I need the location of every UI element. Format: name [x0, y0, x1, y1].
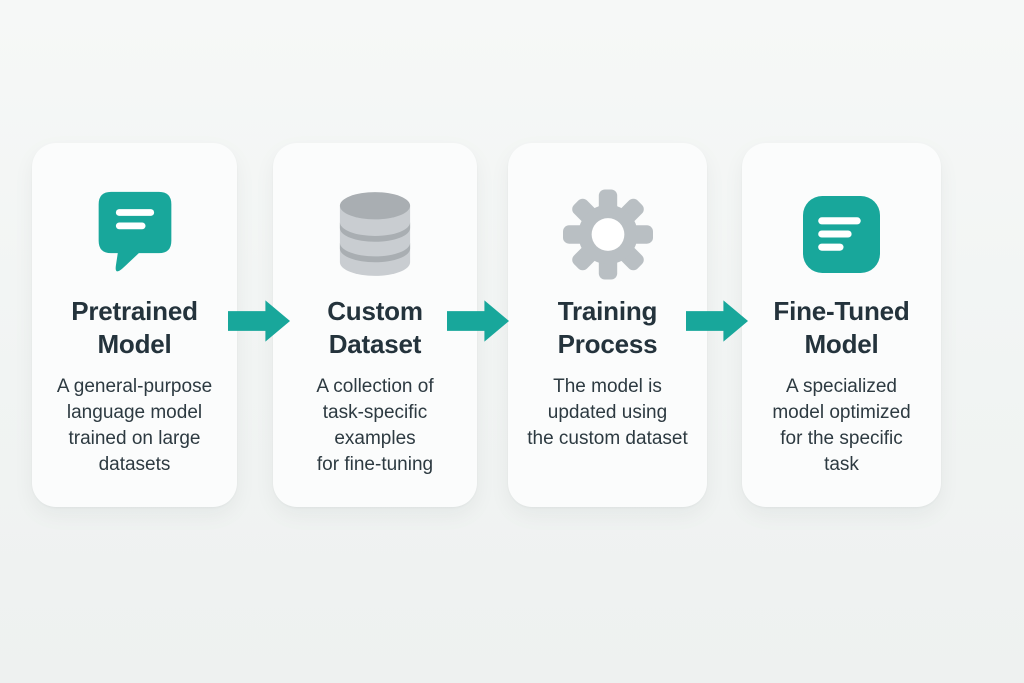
- flow-arrow-icon: [686, 299, 749, 343]
- gear-icon: [562, 183, 653, 285]
- card-title: Custom Dataset: [327, 296, 423, 360]
- card-description: A collection of task-specific examples f…: [316, 376, 434, 476]
- chat-bubble-icon: [95, 183, 175, 285]
- card-custom-dataset: Custom Dataset A collection of task-spec…: [273, 143, 477, 507]
- card-description: A general-purpose language model trained…: [56, 376, 213, 476]
- flow-arrow-icon: [228, 299, 291, 343]
- card-title: Pretrained Model: [71, 296, 198, 360]
- database-icon: [336, 183, 414, 285]
- card-description: The model is updated using the custom da…: [527, 376, 688, 450]
- card-training-process: Training Process The model is updated us…: [508, 143, 707, 507]
- card-pretrained-model: Pretrained Model A general-purpose langu…: [32, 143, 237, 507]
- card-title: Fine-Tuned Model: [773, 296, 910, 360]
- card-description: A specialized model optimized for the sp…: [772, 376, 911, 476]
- message-lines-icon: [803, 183, 880, 285]
- card-title: Training Process: [557, 296, 658, 360]
- flow-arrow-icon: [447, 299, 510, 343]
- card-fine-tuned-model: Fine-Tuned Model A specialized model opt…: [742, 143, 941, 507]
